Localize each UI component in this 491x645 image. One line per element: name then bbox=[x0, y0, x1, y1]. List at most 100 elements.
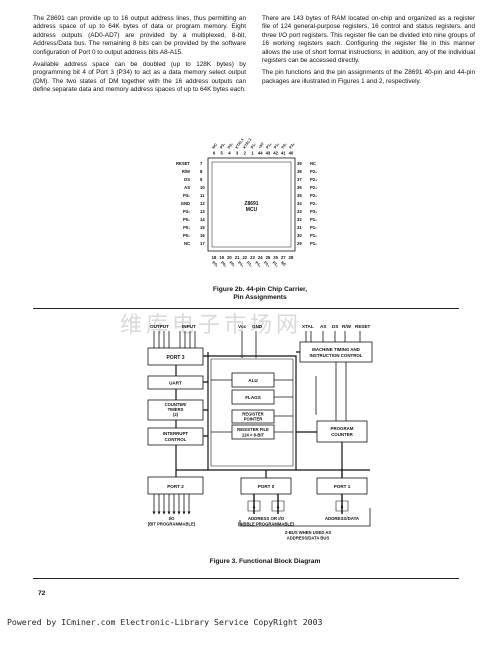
port0-width-high: 4 bbox=[253, 505, 256, 510]
chip-pin-number: 12 bbox=[200, 201, 205, 206]
port0-address-label-line1: ADDRESS OR I/O bbox=[248, 516, 285, 521]
chip-pin-number: 32 bbox=[297, 217, 302, 222]
label-reset: RESET bbox=[355, 324, 371, 329]
chip-pin-label: NC bbox=[212, 143, 219, 150]
chip-pin-number: 20 bbox=[227, 255, 232, 260]
counter-label-line1: COUNTER/ bbox=[165, 402, 188, 407]
chip-pin-number: 18 bbox=[212, 255, 217, 260]
regptr-label-line2: POINTER bbox=[244, 417, 263, 422]
chip-pin-number: 8 bbox=[200, 169, 203, 174]
port3-label: PORT 3 bbox=[166, 355, 184, 361]
figure-2-caption-line2: Pin Assignments bbox=[233, 294, 287, 301]
right-paragraph-2: The pin functions and the pin assignment… bbox=[262, 69, 475, 85]
chip-pin-label: XTAL1 bbox=[235, 138, 245, 150]
port1-address-data-label: ADDRESS/DATA bbox=[325, 516, 360, 521]
port2-io-label-line2: (BIT PROGRAMMABLE) bbox=[148, 522, 196, 527]
chip-pin-number: 27 bbox=[281, 255, 286, 260]
port2-label: PORT 2 bbox=[167, 484, 184, 489]
label-as: AS bbox=[320, 324, 326, 329]
label-xtal: XTAL bbox=[302, 324, 314, 329]
chip-pin-label: P1₆ bbox=[310, 233, 317, 238]
chip-pin-label: P1₂ bbox=[254, 261, 262, 268]
regfile-label-line2: 124 × 8-BIT bbox=[242, 433, 265, 438]
chip-pin-label: P1₀ bbox=[237, 261, 245, 268]
chip-pin-number: 2 bbox=[244, 151, 247, 156]
chip-pin-label: GND bbox=[181, 201, 190, 206]
chip-pin-number: 13 bbox=[200, 209, 205, 214]
chip-pin-number: 23 bbox=[250, 255, 255, 260]
progctr-label-line1: PROGRAM bbox=[331, 426, 354, 431]
chip-pin-label: P1₀ bbox=[310, 217, 317, 222]
page-number: 72 bbox=[38, 590, 46, 597]
chip-pin-label: NC bbox=[184, 241, 190, 246]
chip-pin-number: 11 bbox=[200, 193, 205, 198]
machine-label-line2: INSTRUCTION CONTROL bbox=[310, 353, 363, 358]
chip-pin-number: 21 bbox=[235, 255, 240, 260]
chip-pin-number: 16 bbox=[200, 233, 205, 238]
chip-pin-number: 44 bbox=[258, 151, 263, 156]
interrupt-label-line2: CONTROL bbox=[165, 437, 187, 442]
chip-pin-label: P1₅ bbox=[273, 142, 280, 150]
figure-2-caption-line1: Figure 2b. 44-pin Chip Carrier, bbox=[212, 286, 308, 293]
chip-pin-label: P1₄ bbox=[272, 261, 280, 268]
chip-pin-label: P1₆ bbox=[265, 142, 272, 150]
chip-pin-number: 38 bbox=[297, 169, 302, 174]
port1-label: PORT 1 bbox=[334, 484, 351, 489]
regptr-label-line1: REGISTER bbox=[242, 412, 263, 417]
chip-pin-label: P1₇ bbox=[310, 225, 317, 230]
chip-pin-number: 41 bbox=[281, 151, 286, 156]
chip-pin-label: RESET bbox=[176, 161, 190, 166]
chip-pin-number: 39 bbox=[297, 161, 302, 166]
chip-pin-number: 10 bbox=[200, 185, 205, 190]
chip-pin-number: 19 bbox=[219, 255, 224, 260]
chip-pin-number: 1 bbox=[251, 151, 254, 156]
register-pointer-block bbox=[231, 409, 275, 424]
chip-pin-label: DS bbox=[184, 177, 190, 182]
chip-pin-number: 22 bbox=[242, 255, 247, 260]
section-divider-top bbox=[33, 308, 459, 309]
figure-3-caption: Figure 3. Functional Block Diagram bbox=[209, 558, 321, 565]
regfile-label-line1: REGISTER FILE bbox=[237, 427, 269, 432]
chip-pin-label: P1₁ bbox=[246, 261, 254, 268]
chip-pin-label: P2₇ bbox=[281, 142, 288, 150]
zbus-label-line1: Z-BUS WHEN USED AS bbox=[285, 530, 332, 535]
chip-pin-number: 34 bbox=[297, 201, 302, 206]
chip-pin-label: P0₆ bbox=[220, 261, 228, 268]
footer-copyright: Powered by ICminer.com Electronic-Librar… bbox=[7, 617, 323, 627]
chip-pin-number: 3 bbox=[236, 151, 239, 156]
port2-io-label-line1: I/O bbox=[169, 516, 175, 521]
chip-label-line2: MCU bbox=[246, 207, 258, 213]
machine-label-line1: MACHINE TIMING AND bbox=[312, 347, 360, 352]
chip-inner-outline bbox=[211, 161, 292, 248]
chip-pin-label: NC bbox=[280, 261, 287, 268]
chip-pin-label: P2₄ bbox=[310, 177, 317, 182]
port0-label: PORT 0 bbox=[258, 484, 275, 489]
right-column: There are 143 bytes of RAM located on-ch… bbox=[262, 15, 475, 90]
chip-pin-number: 33 bbox=[297, 209, 302, 214]
label-output: OUTPUT bbox=[150, 324, 169, 329]
chip-pin-label: P3₁ bbox=[219, 142, 226, 150]
machine-timing-block bbox=[299, 341, 373, 363]
interrupt-label-line1: INTERRUPT bbox=[163, 431, 188, 436]
chip-pin-label: NC bbox=[310, 161, 316, 166]
chip-pin-number: 5 bbox=[221, 151, 224, 156]
chip-pin-label: P2₆ bbox=[289, 142, 296, 150]
chip-pin-label: P1₅ bbox=[310, 241, 317, 246]
chip-pin-number: 9 bbox=[200, 177, 203, 182]
right-paragraph-1: There are 143 bytes of RAM located on-ch… bbox=[262, 15, 475, 65]
chip-pin-number: 25 bbox=[266, 255, 271, 260]
chip-pin-number: 7 bbox=[200, 161, 203, 166]
chip-pin-number: 6 bbox=[213, 151, 216, 156]
block-diagram-figure: OUTPUT INPUT Vcc GND XTAL AS DS R/W RESE… bbox=[147, 324, 373, 541]
port1-width: 8 bbox=[341, 505, 344, 510]
alu-label: ALU bbox=[248, 378, 258, 383]
chip-pin-label: P2₂ bbox=[310, 193, 317, 198]
chip-pin-number: 17 bbox=[200, 241, 205, 246]
chip-pin-number: 43 bbox=[266, 151, 271, 156]
chip-pin-number: 29 bbox=[297, 241, 302, 246]
chip-pin-label: AS bbox=[184, 185, 190, 190]
chip-pin-label: P0₅ bbox=[211, 261, 219, 268]
chip-pin-number: 15 bbox=[200, 225, 205, 230]
chip-body bbox=[207, 157, 296, 252]
chip-pin-number: 14 bbox=[200, 217, 205, 222]
